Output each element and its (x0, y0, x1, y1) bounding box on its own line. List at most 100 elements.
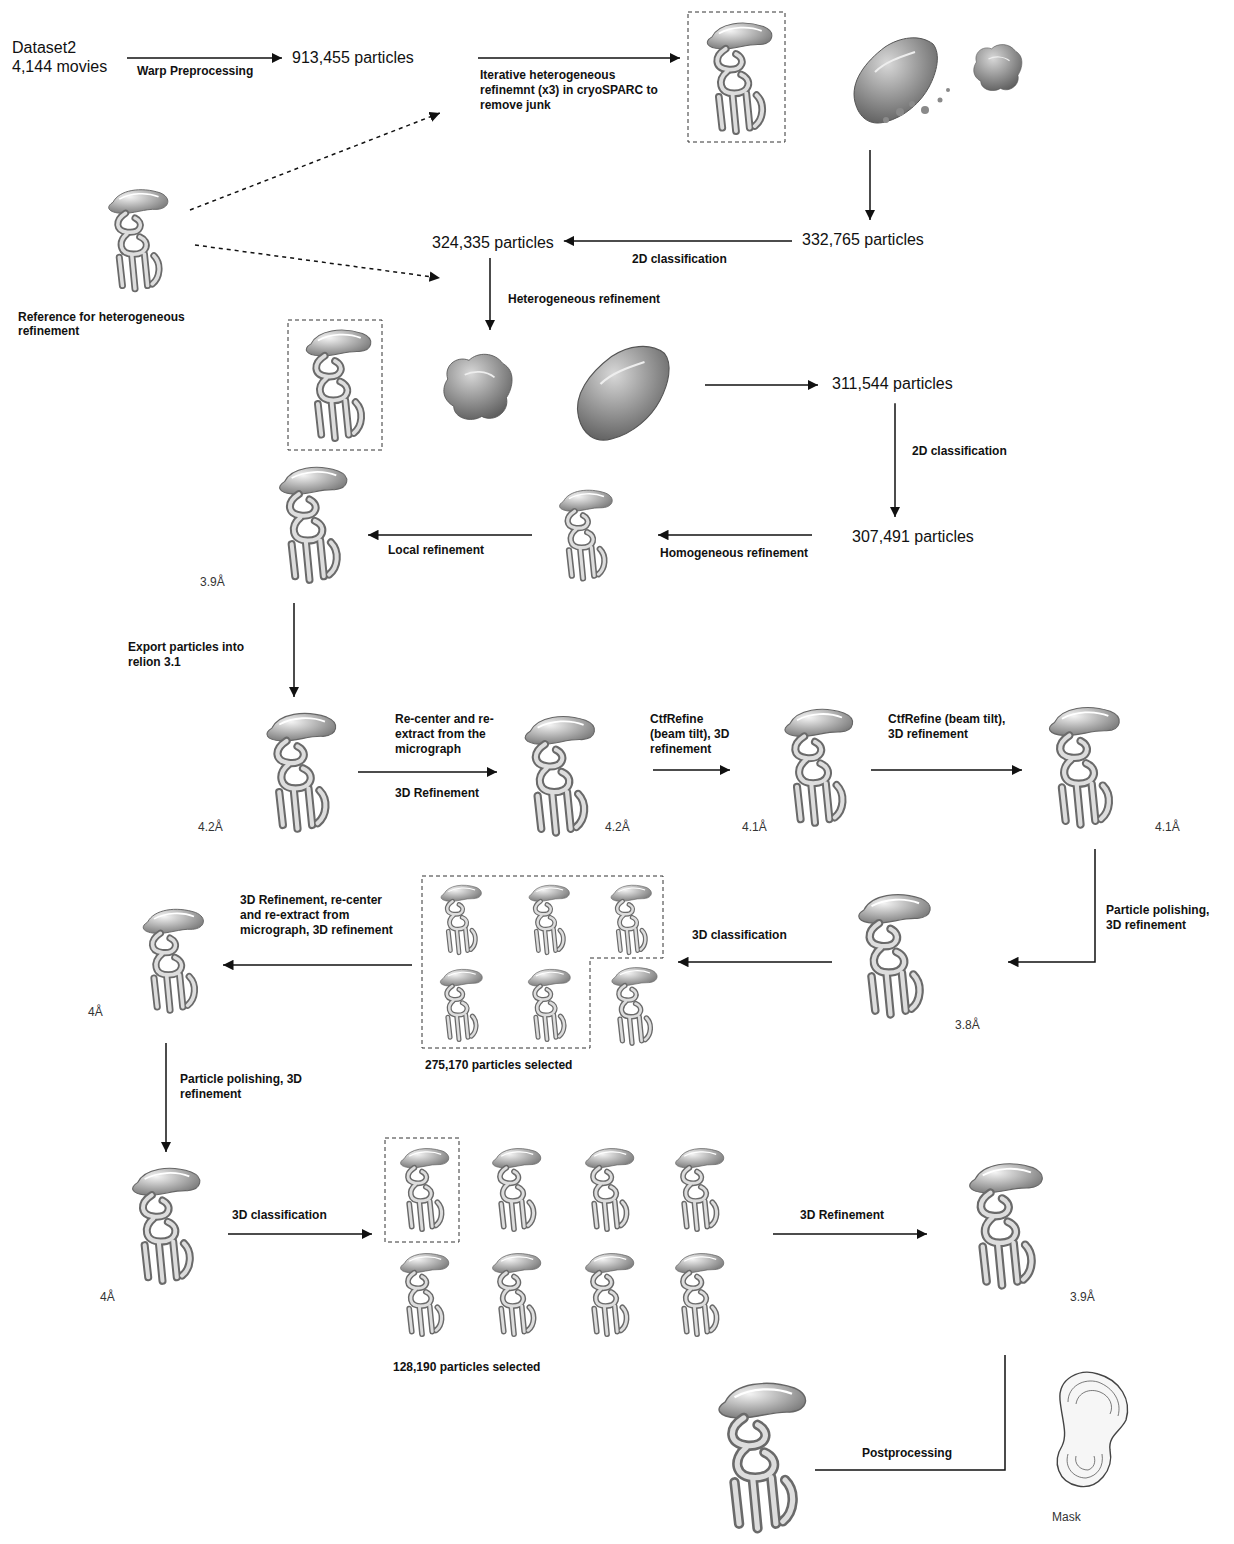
particle-count: 913,455 particles (292, 48, 414, 67)
flow-arrow (564, 240, 792, 242)
postprocessed-map (719, 1383, 806, 1528)
particle-count: 311,544 particles (832, 374, 953, 393)
flow-arrow (658, 534, 812, 536)
flow-arrow (127, 57, 282, 59)
map-node: 4.1Å (738, 700, 863, 840)
step-label: Particle polishing, 3D refinement (180, 1072, 320, 1102)
step-label: CtfRefine (beam tilt), 3D refinement (888, 712, 1013, 742)
step-label: CtfRefine (beam tilt), 3D refinement (650, 712, 734, 757)
map-node: 3.8Å (840, 875, 1000, 1035)
map-node: 4.2Å (505, 705, 645, 845)
class-map (586, 1254, 634, 1335)
flow-arrow (223, 964, 412, 966)
particle-count: 324,335 particles (430, 231, 556, 254)
selection-box (288, 320, 382, 450)
flow-arrow (705, 384, 818, 386)
dataset-label: Dataset2 4,144 movies (10, 36, 119, 78)
class-map (529, 885, 569, 953)
particle-count: 324,335 particles (432, 233, 554, 252)
step-label: 3D classification (232, 1208, 372, 1223)
density-map (525, 717, 594, 833)
density-map (280, 467, 347, 579)
flow-line (815, 1355, 1005, 1470)
density-map (1049, 708, 1119, 825)
step-label: Warp Preprocessing (137, 64, 287, 79)
resolution-label: 4Å (100, 1290, 115, 1304)
step-label: 3D Refinement (395, 786, 507, 801)
junk-map (577, 346, 669, 440)
particle-count: 307,491 particles (852, 527, 974, 546)
step-label: Iterative heterogeneous refinemnt (x3) i… (480, 68, 658, 113)
junk-map (854, 38, 937, 123)
step-label: Export particles into relion 3.1 (128, 640, 273, 670)
map-node: 4Å (95, 1160, 220, 1310)
group-label: Reference for heterogeneous refinement (18, 310, 208, 339)
resolution-label: 3.8Å (955, 1018, 980, 1032)
mask-shape (1057, 1372, 1127, 1486)
junk-fragments (883, 88, 950, 123)
resolution-label: 4.1Å (742, 820, 767, 834)
class-group: 275,170 particles selected (420, 872, 670, 1077)
particle-count: 913,455 particles (290, 46, 416, 69)
map-node: 4.1Å (1030, 700, 1195, 845)
junk-map (444, 354, 512, 419)
particle-count: 332,765 particles (800, 228, 926, 251)
map-node: 3.9Å (195, 460, 360, 595)
flow-arrow (894, 403, 896, 517)
step-label: Homogeneous refinement (660, 546, 840, 561)
resolution-label: Mask (1052, 1510, 1081, 1524)
class-map (401, 1254, 449, 1335)
reference-map (109, 190, 168, 289)
class-map (493, 1149, 541, 1230)
resolution-label: 3.9Å (200, 575, 225, 589)
class-map (493, 1254, 541, 1335)
density-map (970, 1164, 1043, 1286)
particle-count: 311,544 particles (830, 372, 955, 395)
selection-box (422, 876, 663, 1048)
flow-arrow (478, 57, 680, 59)
group-label: 128,190 particles selected (393, 1360, 540, 1374)
step-label: Local refinement (388, 543, 528, 558)
flow-arrow (1008, 849, 1095, 962)
flow-arrow (358, 771, 497, 773)
density-map (560, 490, 613, 578)
step-label: 2D classification (912, 444, 1062, 459)
resolution-label: 4.2Å (198, 820, 223, 834)
group-label: 275,170 particles selected (425, 1058, 572, 1072)
flow-arrow (678, 961, 832, 963)
step-label: Re-center and re-extract from the microg… (395, 712, 507, 757)
density-map (133, 1168, 200, 1281)
resolution-label: 4.1Å (1155, 820, 1180, 834)
density-map (143, 909, 203, 1010)
flow-arrow (773, 1233, 927, 1235)
mask-node: Mask (1045, 1365, 1145, 1535)
step-label: 3D Refinement, re-center and re-extract … (240, 893, 405, 938)
density-map (267, 713, 336, 828)
step-label: Postprocessing (862, 1446, 992, 1461)
dataset-label: Dataset2 4,144 movies (12, 38, 117, 76)
density-map (859, 895, 930, 1015)
junk-map (974, 45, 1022, 91)
class-map (528, 969, 570, 1039)
step-label: 3D Refinement (800, 1208, 920, 1223)
class-map (612, 968, 657, 1044)
flow-arrow (653, 769, 730, 771)
flow-arrow (869, 150, 871, 220)
map-node: 3.9Å (935, 1155, 1110, 1315)
reference-map-node: Reference for heterogeneous refinement (15, 180, 212, 350)
particle-count: 332,765 particles (802, 230, 924, 249)
resolution-label: 3.9Å (1070, 1290, 1095, 1304)
flow-arrow (489, 258, 491, 330)
step-label: Particle polishing, 3D refinement (1106, 903, 1226, 933)
class-map (676, 1254, 724, 1335)
resolution-label: 4.2Å (605, 820, 630, 834)
particle-count: 307,491 particles (850, 525, 976, 548)
density-map (785, 709, 853, 822)
dashed-arrow (195, 245, 440, 278)
step-label: 2D classification (632, 252, 782, 267)
flow-arrow (228, 1233, 372, 1235)
map-node: 4Å (85, 885, 215, 1035)
class-map (440, 969, 482, 1039)
class-map (441, 885, 481, 953)
